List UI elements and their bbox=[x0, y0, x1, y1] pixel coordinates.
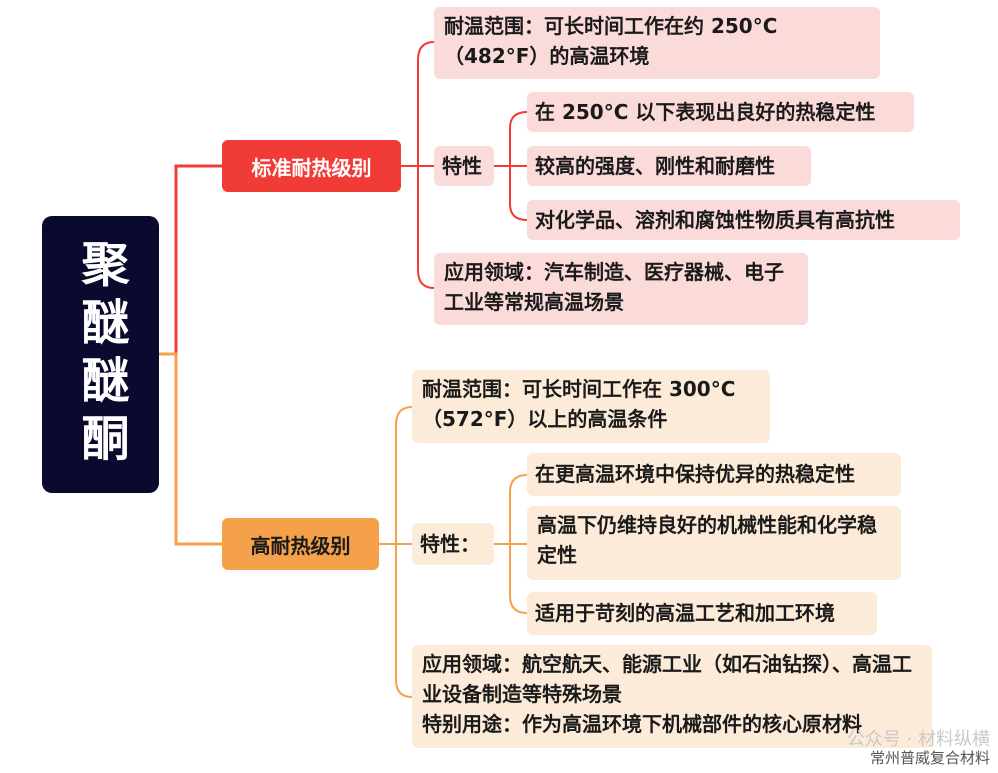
high-feature-3: 适用于苛刻的高温工艺和加工环境 bbox=[527, 592, 877, 635]
standard-features-label: 特性 bbox=[434, 146, 494, 186]
root-node: 聚醚醚酮 bbox=[42, 216, 159, 493]
high-features-label: 特性： bbox=[412, 523, 494, 565]
standard-feature-3: 对化学品、溶剂和腐蚀性物质具有高抗性 bbox=[527, 200, 960, 240]
standard-feature-1: 在 250°C 以下表现出良好的热稳定性 bbox=[527, 92, 914, 132]
high-temp-node: 耐温范围：可长时间工作在 300°C（572°F）以上的高温条件 bbox=[412, 370, 770, 443]
standard-feature-2: 较高的强度、刚性和耐磨性 bbox=[527, 146, 811, 186]
watermark-line-2: 常州普威复合材料 bbox=[869, 749, 990, 767]
standard-temp-node: 耐温范围：可长时间工作在约 250°C（482°F）的高温环境 bbox=[434, 7, 880, 79]
watermark-line-1: 公众号 · 材料纵横 bbox=[846, 729, 990, 750]
standard-application-node: 应用领域：汽车制造、医疗器械、电子工业等常规高温场景 bbox=[434, 253, 808, 325]
high-feature-2: 高温下仍维持良好的机械性能和化学稳定性 bbox=[527, 506, 901, 580]
branch-standard: 标准耐热级别 bbox=[222, 140, 401, 192]
root-label: 聚醚醚酮 bbox=[72, 238, 129, 471]
high-application-text: 应用领域：航空航天、能源工业（如石油钻探）、高温工业设备制造等特殊场景 bbox=[422, 652, 912, 706]
watermark: 公众号 · 材料纵横 常州普威复合材料 bbox=[846, 729, 990, 768]
high-special-text: 特别用途：作为高温环境下机械部件的核心原材料 bbox=[422, 712, 862, 736]
high-application-node: 应用领域：航空航天、能源工业（如石油钻探）、高温工业设备制造等特殊场景 特别用途… bbox=[412, 645, 932, 748]
branch-high: 高耐热级别 bbox=[222, 518, 379, 570]
high-feature-1: 在更高温环境中保持优异的热稳定性 bbox=[527, 453, 901, 496]
